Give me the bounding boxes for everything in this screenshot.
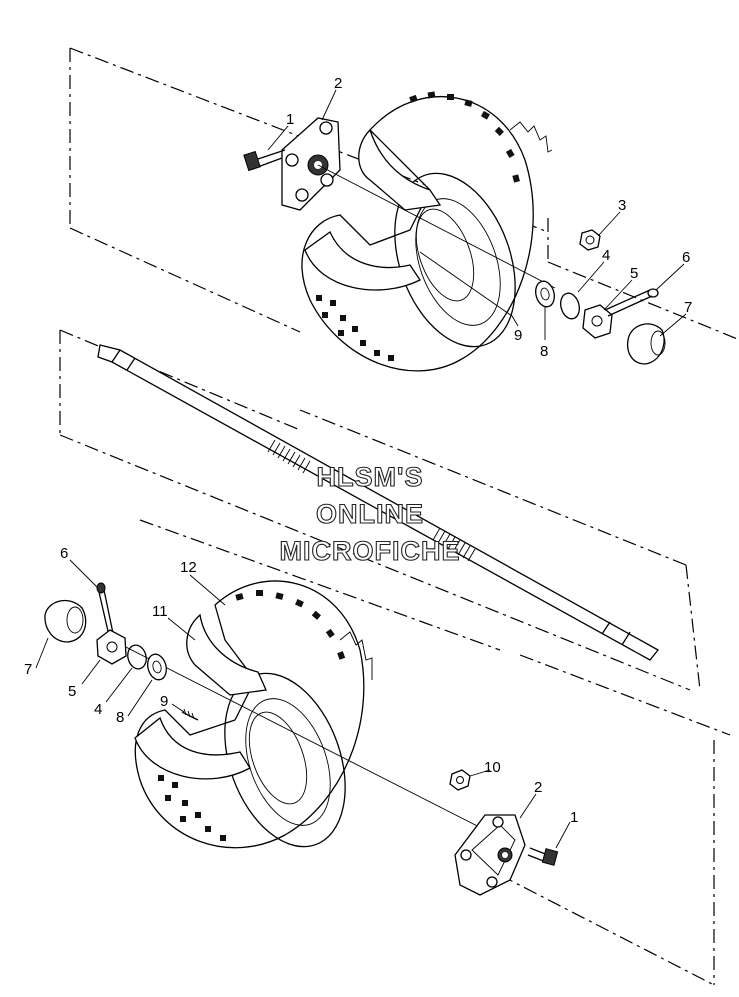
- ring-4-bottom: [127, 644, 147, 670]
- top-tire: [301, 91, 553, 372]
- callout-4-top: 4: [602, 247, 610, 264]
- cotter-pin-6-top: [604, 288, 659, 317]
- cap-7-bottom: [44, 599, 87, 643]
- watermark: HLSM'S ONLINE MICROFICHE: [279, 461, 461, 566]
- callout-5-bottom: 5: [68, 683, 76, 700]
- callout-3-top: 3: [618, 197, 626, 214]
- callout-4-bottom: 4: [94, 701, 102, 718]
- bolt-top: [243, 149, 286, 172]
- cap-7-top: [626, 323, 666, 365]
- callout-1-bottom: 1: [570, 809, 578, 826]
- callout-2-bottom: 2: [534, 779, 542, 796]
- castle-nut-5-top: [582, 304, 613, 339]
- watermark-line-3: MICROFICHE: [280, 536, 461, 566]
- callout-1-top: 1: [286, 111, 294, 128]
- rear-axle: [97, 344, 659, 661]
- axle-centerline-top: [317, 164, 556, 289]
- callout-6-top: 6: [682, 249, 690, 266]
- ring-4-top: [560, 292, 580, 320]
- hub-plate-top: [281, 117, 341, 211]
- axle-centerline-bottom: [111, 639, 496, 836]
- bottom-tire: [134, 580, 373, 849]
- callout-9-top: 9: [514, 327, 522, 344]
- callouts-bottom: 6 12 11 7 5 4 8 9 10 2 1: [24, 545, 578, 826]
- castle-nut-5-bottom: [96, 629, 127, 665]
- bolt-bottom: [527, 847, 559, 866]
- nut-3: [579, 229, 601, 251]
- washer-8-top: [535, 280, 555, 308]
- callout-7-bottom: 7: [24, 661, 32, 678]
- leader-lines: [35, 89, 687, 849]
- callouts-top: 1 2 3 4 5 6 7 8 9: [286, 75, 692, 360]
- callout-7-top: 7: [684, 299, 692, 316]
- watermark-line-2: ONLINE: [316, 499, 424, 529]
- nut-10: [449, 769, 471, 791]
- callout-10-bottom: 10: [484, 759, 501, 776]
- callout-12-bottom: 12: [180, 559, 197, 576]
- callout-8-top: 8: [540, 343, 548, 360]
- stud-9-bottom: [181, 708, 199, 721]
- callout-6-bottom: 6: [60, 545, 68, 562]
- callout-5-top: 5: [630, 265, 638, 282]
- callout-8-bottom: 8: [116, 709, 124, 726]
- callout-11-bottom: 11: [152, 603, 168, 620]
- callout-2-top: 2: [334, 75, 342, 92]
- washer-8-bottom: [147, 653, 167, 681]
- callout-9-bottom: 9: [160, 693, 168, 710]
- watermark-line-1: HLSM'S: [317, 462, 424, 492]
- hub-plate-bottom: [454, 814, 526, 896]
